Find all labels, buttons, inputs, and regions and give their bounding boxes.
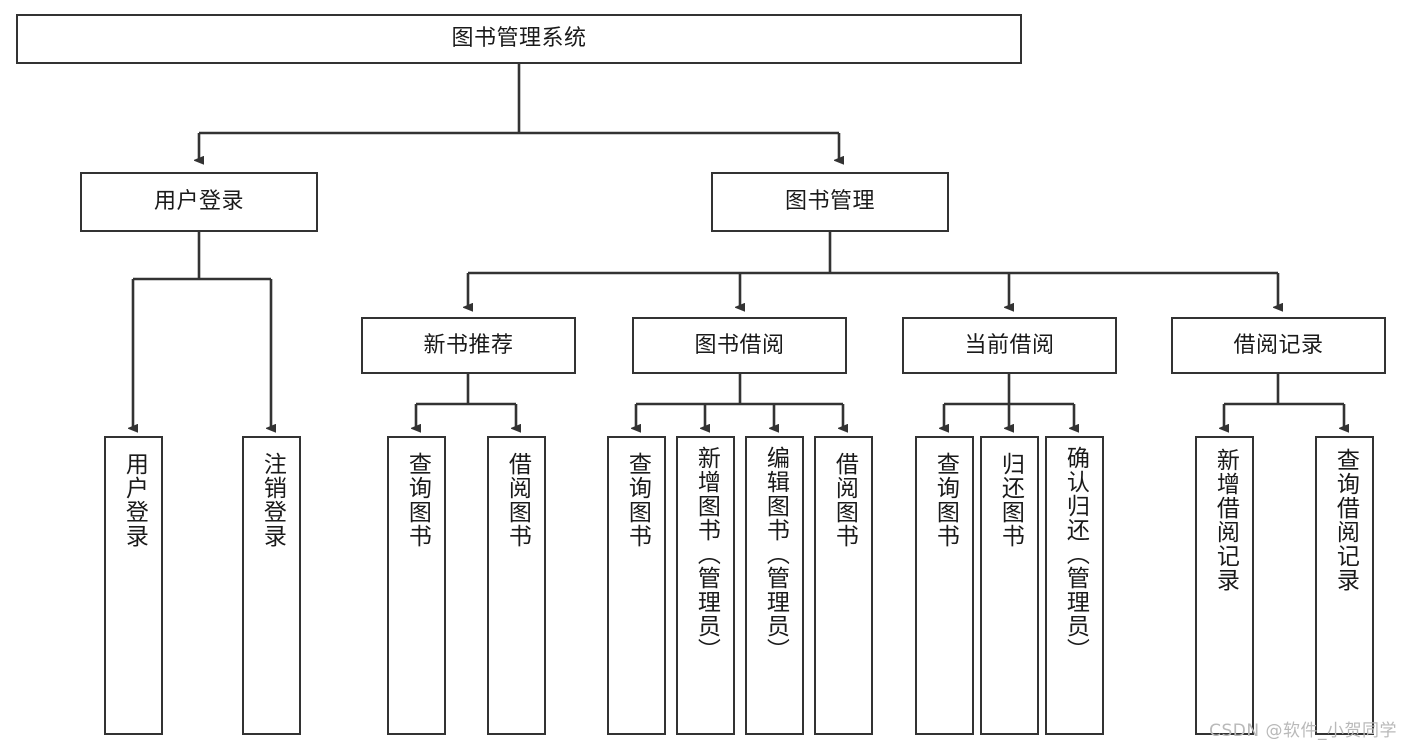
node-book-management-label: 图书管理 <box>784 189 875 215</box>
node-new-book-recommend-label: 新书推荐 <box>423 332 514 358</box>
node-leaf-edit-book[interactable]: 编辑图书（管理员） <box>745 436 804 735</box>
node-leaf-query-book-3[interactable]: 查询图书 <box>915 436 974 735</box>
node-borrow-record-label: 借阅记录 <box>1233 332 1324 358</box>
node-user-login-label: 用户登录 <box>153 189 244 215</box>
node-leaf-logout[interactable]: 注销登录 <box>242 436 301 735</box>
node-new-book-recommend[interactable]: 新书推荐 <box>361 317 576 374</box>
node-leaf-borrow-book-2-label: 借阅图书 <box>831 452 858 548</box>
node-leaf-query-book-2-label: 查询图书 <box>624 452 651 548</box>
node-leaf-add-record[interactable]: 新增借阅记录 <box>1195 436 1254 735</box>
node-borrow-record[interactable]: 借阅记录 <box>1171 317 1386 374</box>
node-leaf-return-book[interactable]: 归还图书 <box>980 436 1039 735</box>
node-leaf-query-book-2[interactable]: 查询图书 <box>607 436 666 735</box>
node-leaf-query-record[interactable]: 查询借阅记录 <box>1315 436 1374 735</box>
node-book-borrow-label: 图书借阅 <box>694 332 785 358</box>
watermark-text: CSDN @软件_小贺同学 <box>1209 721 1397 741</box>
node-leaf-borrow-book-2[interactable]: 借阅图书 <box>814 436 873 735</box>
node-leaf-return-book-label: 归还图书 <box>997 452 1024 548</box>
node-root-label: 图书管理系统 <box>451 26 587 52</box>
node-leaf-query-book-1[interactable]: 查询图书 <box>387 436 446 735</box>
node-leaf-user-login[interactable]: 用户登录 <box>104 436 163 735</box>
node-leaf-add-record-label: 新增借阅记录 <box>1212 448 1239 592</box>
node-book-borrow[interactable]: 图书借阅 <box>632 317 847 374</box>
node-book-management[interactable]: 图书管理 <box>711 172 949 232</box>
node-leaf-query-record-label: 查询借阅记录 <box>1332 448 1359 592</box>
node-leaf-user-login-label: 用户登录 <box>121 452 148 548</box>
node-leaf-confirm-return[interactable]: 确认归还（管理员） <box>1045 436 1104 735</box>
node-current-borrow-label: 当前借阅 <box>964 332 1055 358</box>
node-leaf-edit-book-label: 编辑图书（管理员） <box>762 446 789 662</box>
node-leaf-borrow-book-1[interactable]: 借阅图书 <box>487 436 546 735</box>
node-user-login[interactable]: 用户登录 <box>80 172 318 232</box>
node-current-borrow[interactable]: 当前借阅 <box>902 317 1117 374</box>
node-leaf-logout-label: 注销登录 <box>259 452 286 548</box>
node-leaf-add-book[interactable]: 新增图书（管理员） <box>676 436 735 735</box>
node-leaf-query-book-3-label: 查询图书 <box>932 452 959 548</box>
node-leaf-query-book-1-label: 查询图书 <box>404 452 431 548</box>
node-root[interactable]: 图书管理系统 <box>16 14 1022 64</box>
node-leaf-borrow-book-1-label: 借阅图书 <box>504 452 531 548</box>
node-leaf-confirm-return-label: 确认归还（管理员） <box>1062 446 1089 662</box>
node-leaf-add-book-label: 新增图书（管理员） <box>693 446 720 662</box>
